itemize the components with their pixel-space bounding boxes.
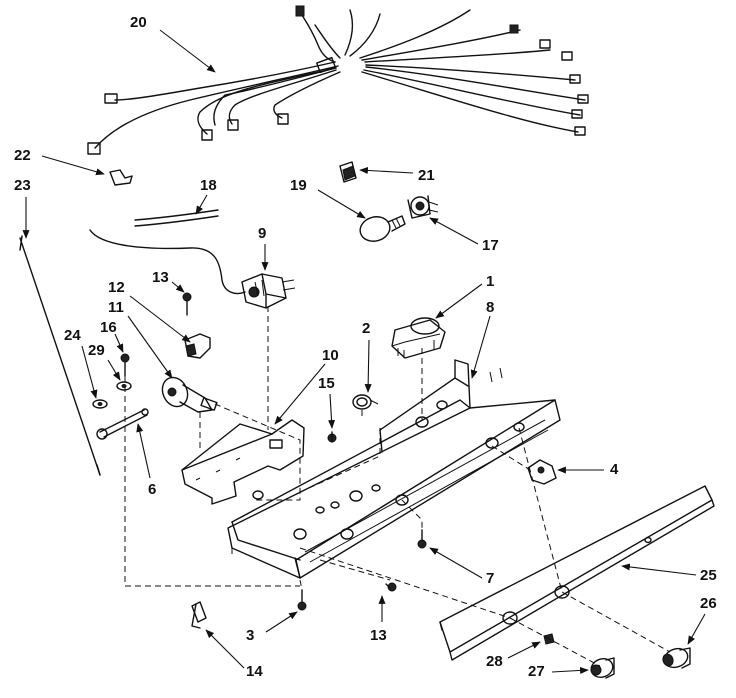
rod-part-23: [19, 235, 101, 476]
callout-4: 4: [557, 461, 619, 478]
callout-4-label: 4: [610, 461, 619, 478]
callout-2: 10: [274, 347, 339, 425]
thermostat-part-11: [161, 376, 218, 413]
knob-part-8: [352, 394, 379, 410]
callout-23: 23: [14, 177, 31, 239]
callout-21-label: 21: [418, 167, 435, 184]
callout-10: 15: [318, 375, 336, 429]
screw-part-13-upper: [182, 292, 192, 316]
callout-9-label: 9: [258, 225, 266, 242]
callout-17-label: 17: [482, 237, 499, 254]
callout-18-label: 18: [200, 177, 217, 194]
callout-20: 20: [130, 14, 216, 73]
callout-24-label: 24: [64, 327, 81, 344]
knob-part-27: [590, 657, 615, 679]
screw-part-10: [327, 431, 337, 443]
callout-27: 27: [528, 663, 589, 680]
tube-part-18: [89, 209, 246, 295]
callout-13-upper: 13: [152, 269, 185, 293]
callout-7-label: 7: [486, 570, 494, 587]
assembly-dashed-lines: [124, 306, 671, 667]
callout-21: 21: [359, 166, 435, 184]
callout-2-label: 10: [322, 347, 339, 364]
callout-22: 22: [14, 147, 105, 176]
callout-16: 16: [100, 319, 124, 353]
callout-17: 17: [429, 217, 499, 254]
washer-part-29: [116, 381, 132, 391]
callout-24: 24: [64, 327, 98, 399]
housing-part-1: [227, 359, 561, 579]
knob-part-26: [662, 647, 691, 669]
bulb-part-19: [359, 215, 406, 242]
callout-12: 12: [108, 279, 191, 343]
callout-23-label: 23: [14, 177, 31, 194]
callout-26-label: 26: [700, 595, 717, 612]
washer-part-24: [92, 399, 108, 409]
callout-3: 3: [246, 611, 298, 644]
bracket-part-21: [339, 161, 357, 183]
callout-15: 6: [136, 423, 156, 498]
callout-8-label: 2: [362, 320, 370, 337]
callout-29-label: 29: [88, 342, 105, 359]
callout-11-label: 11: [108, 299, 124, 316]
callout-11: 11: [108, 299, 173, 379]
callout-9: 9: [258, 225, 269, 271]
wire-harness-part-20: [87, 5, 589, 155]
bracket-part-12: [184, 333, 211, 359]
callout-8: 2: [362, 320, 372, 393]
callout-12-label: 12: [108, 279, 125, 296]
screw-part-13-lower: [385, 582, 397, 592]
callout-10-label: 15: [318, 375, 335, 392]
callout-29: 29: [88, 342, 121, 381]
callout-26: 26: [687, 595, 717, 645]
clip-part-14: [191, 601, 207, 629]
callout-20-label: 20: [130, 14, 147, 31]
control-part-9: [241, 273, 296, 309]
callout-19-label: 19: [290, 177, 307, 194]
callout-14-label: 14: [246, 663, 263, 680]
callout-3-label: 3: [246, 627, 254, 644]
callout-16-label: 16: [100, 319, 117, 336]
callout-13-upper-label: 13: [152, 269, 169, 286]
callout-1: 8: [470, 299, 494, 379]
screw-part-7: [417, 529, 427, 549]
screw-part-16: [120, 353, 130, 377]
callout-7: 7: [429, 547, 494, 587]
callout-6: 1: [435, 273, 494, 319]
callout-18: 18: [195, 177, 217, 215]
callout-25: 25: [621, 563, 717, 584]
socket-part-17: [407, 195, 439, 219]
callout-13-lower-label: 13: [370, 627, 387, 644]
callout-25-label: 25: [700, 567, 717, 584]
timer-part-6: [391, 317, 446, 359]
callout-1-label: 8: [486, 299, 494, 316]
clip-part-22: [109, 169, 133, 186]
screw-part-3: [297, 589, 307, 611]
bracket-part-2: [181, 419, 305, 505]
callout-14: 14: [205, 629, 263, 680]
callout-6-label: 1: [486, 273, 494, 290]
callout-22-label: 22: [14, 147, 31, 164]
clip-part-4: [527, 459, 557, 485]
callout-27-label: 27: [528, 663, 545, 680]
callout-28: 28: [486, 641, 541, 670]
callout-15-label: 6: [148, 481, 156, 498]
callout-13-lower: 13: [370, 595, 387, 644]
callout-28-label: 28: [486, 653, 503, 670]
panel-part-25: [439, 485, 715, 661]
callout-19: 19: [290, 177, 366, 219]
